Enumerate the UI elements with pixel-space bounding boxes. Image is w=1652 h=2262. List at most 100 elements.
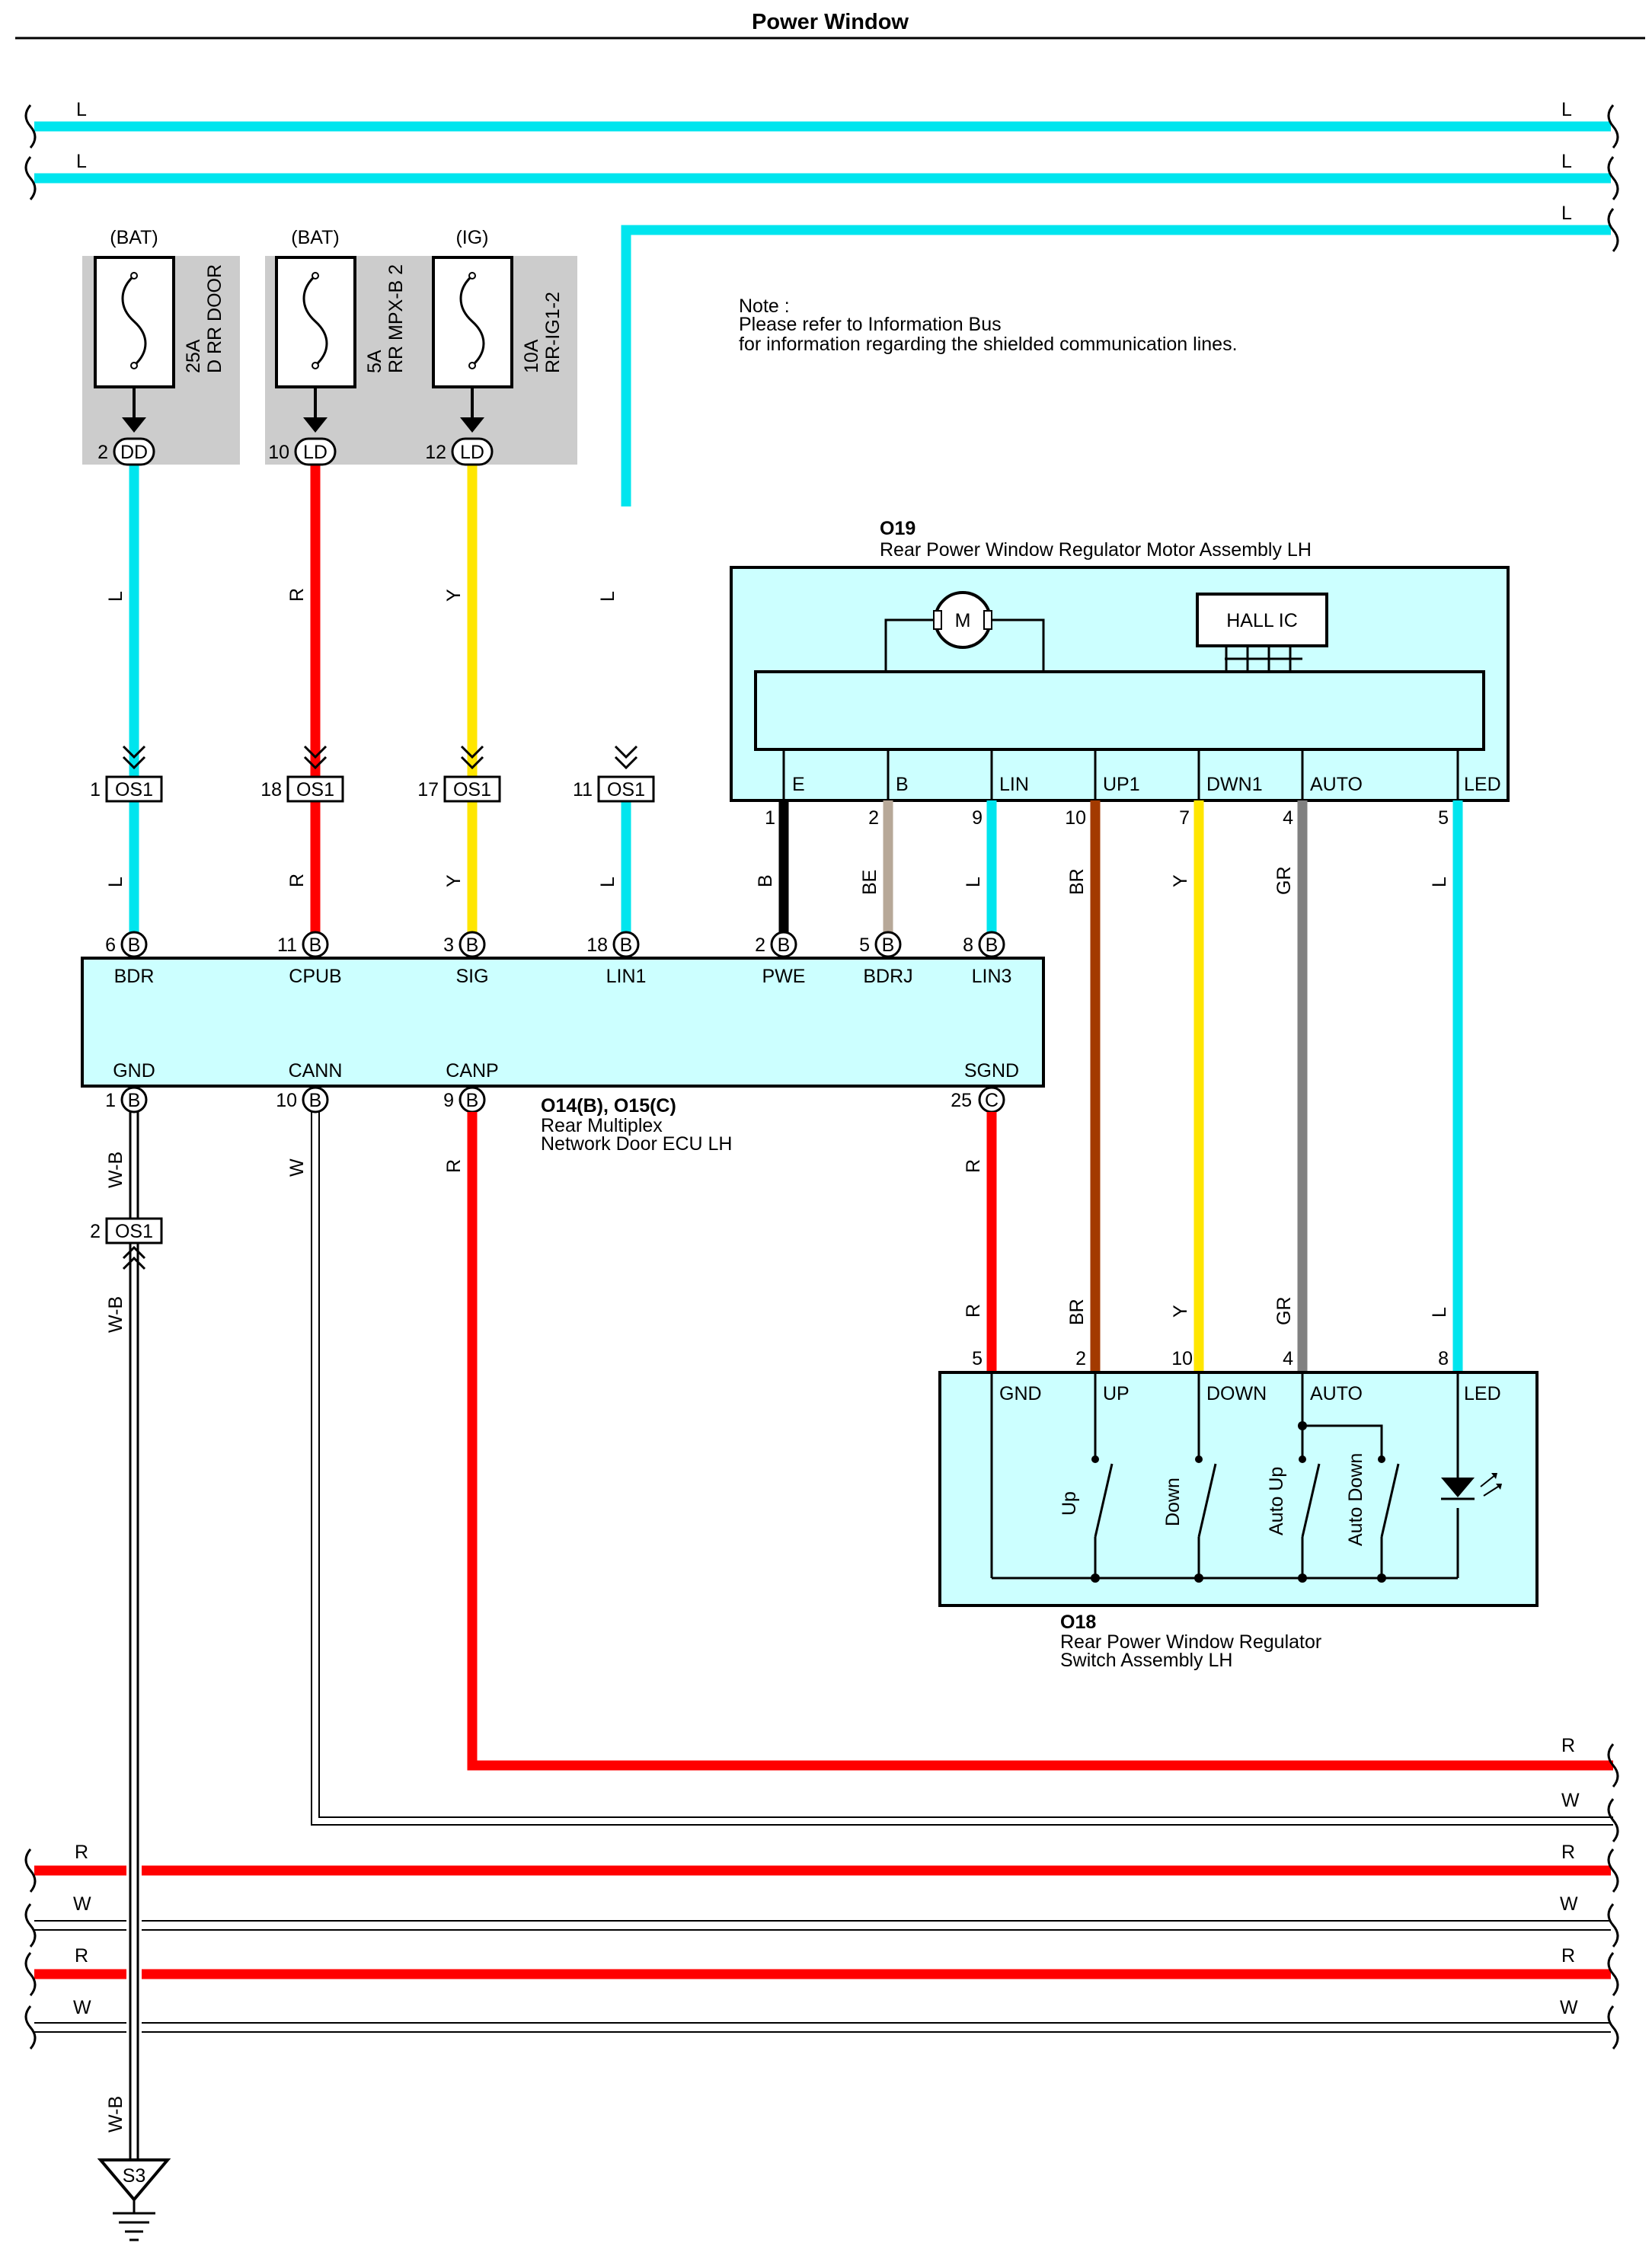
switch-nodes [1091,1421,1386,1583]
svg-text:2: 2 [97,442,108,463]
svg-text:17: 17 [417,779,439,800]
motor-terminal-numbers: 1 2 9 10 7 4 5 [765,807,1449,829]
fuse-1: (BAT) 25A D RR DOOR [94,227,225,388]
note-line-1: Note : [739,296,790,317]
svg-text:B: B [128,1090,141,1111]
switch-name-1: Rear Power Window Regulator [1060,1631,1321,1653]
switch-assembly-box [938,1371,1539,1607]
svg-text:UP: UP [1103,1383,1130,1404]
svg-text:(BAT): (BAT) [110,227,158,248]
svg-text:11: 11 [573,779,593,800]
svg-text:RR MPX-B 2: RR MPX-B 2 [385,264,407,373]
fuse-connectors: DD 2 LD 10 LD 12 [97,437,494,466]
svg-text:SIG: SIG [455,966,488,987]
svg-text:M: M [955,610,971,631]
svg-text:BDRJ: BDRJ [863,966,912,987]
svg-text:W-B: W-B [105,1152,126,1188]
svg-text:2: 2 [755,935,765,956]
ecu-box [81,957,1045,1088]
bus-label-left-1: L [76,99,87,120]
svg-text:1: 1 [765,807,775,829]
svg-text:10A: 10A [521,339,542,373]
svg-text:B: B [620,935,633,956]
svg-text:W-B: W-B [105,1296,126,1333]
svg-text:L: L [963,877,984,887]
svg-text:PWE: PWE [762,966,806,987]
fuse-outputs [122,387,484,433]
ecu-name-2: Network Door ECU LH [541,1133,732,1155]
svg-text:10: 10 [268,442,289,463]
svg-text:W: W [1560,1997,1578,2018]
svg-text:UP1: UP1 [1103,774,1140,795]
svg-text:OS1: OS1 [296,779,334,800]
svg-text:L: L [105,591,126,602]
svg-text:5: 5 [859,935,870,956]
ecu-top-pins: B 6 BDR B 11 CPUB B 3 SIG B 18 LIN1 B 2 … [105,931,1012,987]
note-line-2: Please refer to Information Bus [739,314,1002,335]
svg-text:R: R [443,1159,465,1173]
svg-text:1: 1 [105,1090,116,1111]
svg-text:B: B [986,935,999,956]
svg-text:12: 12 [425,442,446,463]
switch-id: O18 [1060,1612,1096,1633]
svg-text:LIN3: LIN3 [972,966,1012,987]
svg-text:L: L [597,591,618,602]
svg-text:LD: LD [460,442,484,463]
svg-text:DWN1: DWN1 [1206,774,1263,795]
svg-text:5: 5 [972,1348,983,1369]
svg-text:R: R [1561,1842,1575,1863]
svg-text:DOWN: DOWN [1206,1383,1267,1404]
svg-text:LED: LED [1464,1383,1501,1404]
svg-text:3: 3 [443,935,454,956]
motor-symbol: M [884,591,1045,672]
svg-text:BE: BE [859,870,880,895]
svg-text:Down: Down [1162,1478,1184,1526]
svg-text:W: W [73,1893,91,1915]
svg-text:DD: DD [120,442,148,463]
svg-text:2: 2 [868,807,879,829]
svg-text:B: B [755,874,776,887]
svg-text:8: 8 [963,935,973,956]
svg-text:E: E [792,774,805,795]
svg-text:(BAT): (BAT) [291,227,339,248]
hall-ic: HALL IC [1196,593,1328,672]
svg-text:OS1: OS1 [115,779,153,800]
svg-text:2: 2 [1075,1348,1086,1369]
switch-name-2: Switch Assembly LH [1060,1650,1232,1671]
svg-text:R: R [286,588,308,602]
svg-text:Y: Y [443,874,465,887]
svg-text:LIN: LIN [999,774,1029,795]
svg-text:9: 9 [972,807,983,829]
motor-terminal-dividers [782,749,1459,800]
svg-text:HALL IC: HALL IC [1226,610,1298,631]
svg-text:R: R [963,1304,984,1318]
svg-text:5A: 5A [364,350,385,373]
page-title: Power Window [752,10,909,34]
top-bus: L L L L L [24,99,1619,506]
svg-text:LD: LD [303,442,328,463]
svg-text:OS1: OS1 [115,1221,153,1242]
svg-text:B: B [466,935,479,956]
svg-text:W: W [286,1158,308,1177]
motor-name: Rear Power Window Regulator Motor Assemb… [880,539,1312,561]
svg-text:(IG): (IG) [455,227,488,248]
svg-text:OS1: OS1 [607,779,645,800]
svg-text:11: 11 [277,935,297,956]
svg-text:BR: BR [1066,1299,1088,1325]
svg-text:7: 7 [1179,807,1190,829]
svg-text:4: 4 [1283,1348,1293,1369]
svg-text:R: R [75,1945,88,1966]
ecu-name-1: Rear Multiplex [541,1115,663,1136]
cann-right-label: W [1561,1790,1580,1811]
svg-text:GR: GR [1273,867,1295,896]
svg-text:S3: S3 [123,2165,146,2187]
svg-text:LED: LED [1464,774,1501,795]
svg-text:10: 10 [276,1090,297,1111]
svg-text:SGND: SGND [964,1060,1019,1081]
svg-text:W-B: W-B [105,2096,126,2133]
svg-text:AUTO: AUTO [1310,774,1363,795]
svg-text:25A: 25A [183,339,204,373]
led-symbol [1441,1473,1502,1500]
switch-terminal-numbers: 5 2 10 4 8 [972,1348,1449,1369]
svg-text:B: B [466,1090,479,1111]
